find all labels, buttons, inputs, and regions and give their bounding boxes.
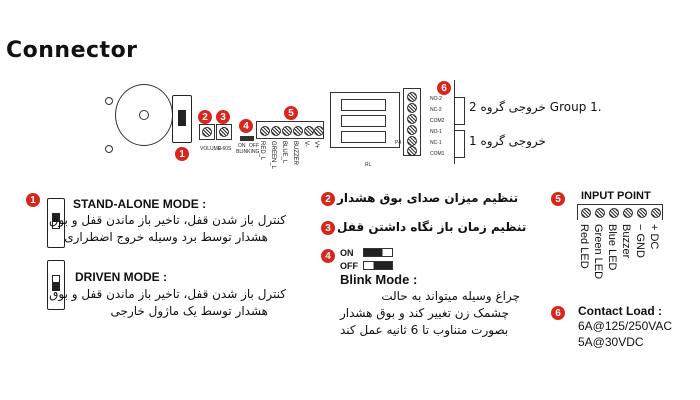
input-label: Buzzer	[620, 224, 632, 259]
relay-terminal-label: COM1	[430, 151, 445, 157]
group-1-label: خروجی گروه 1	[469, 134, 546, 148]
bracket-2	[455, 97, 465, 125]
terminal-label: BUZZER	[292, 141, 298, 165]
jumper-on-label: ON	[340, 248, 354, 258]
badge-2: 2	[198, 110, 212, 124]
rl-label: RL	[365, 162, 372, 168]
mount-hole	[105, 97, 113, 105]
input-label: Blue LED	[606, 224, 618, 271]
relay-terminal-label: NC-2	[430, 107, 442, 113]
input-point-title: INPUT POINT	[581, 190, 651, 202]
p4-label: P4	[395, 140, 402, 146]
terminal-label: V+	[313, 141, 319, 149]
input-label: Red LED	[578, 224, 590, 269]
input-label: Green LED	[592, 224, 604, 280]
legend-badge-1: 1	[26, 193, 40, 207]
jumper-on-icon	[363, 248, 393, 257]
stand-alone-switch-icon	[47, 198, 65, 248]
input-label: + DC	[648, 224, 660, 250]
terminal-label: V-	[303, 141, 309, 147]
mount-hole	[105, 145, 113, 153]
input-label: − GND	[634, 224, 646, 258]
terminal-label: GREEN_L	[270, 141, 276, 170]
relay-terminal-label: NO-2	[430, 96, 442, 102]
stand-alone-title: STAND-ALONE MODE :	[73, 197, 207, 211]
volume-desc: تنظیم میزان صدای بوق هشدار	[337, 191, 519, 205]
blink-jumper[interactable]	[240, 136, 254, 141]
jumper-on-label: ON	[238, 143, 246, 149]
terminal-label: RED_L	[259, 141, 265, 161]
driven-desc: کنترل باز شدن قفل، تاخیر باز ماندن قفل و…	[49, 287, 286, 318]
board-diagram: 1 2 3 VOLUME 0-60S 4 ON OFF BLINKING 5 R…	[0, 0, 700, 180]
input-terminal-block	[256, 121, 324, 139]
jumper-off-icon	[363, 261, 393, 270]
legend-badge-5: 5	[551, 192, 565, 206]
volume-label: VOLUME	[200, 146, 222, 152]
bracket-1	[455, 130, 465, 158]
hold-time-desc: تنظیم زمان باز نگاه داشتن قفل	[337, 220, 527, 234]
blinking-label: BLINKING	[236, 149, 260, 155]
relay-terminal-block	[403, 88, 421, 156]
contact-load-desc: 6A@125/250VAC 5A@30VDC	[578, 319, 673, 349]
input-point-terminals	[577, 204, 663, 220]
badge-3: 3	[216, 110, 230, 124]
volume-pot[interactable]	[199, 124, 215, 140]
mode-switch[interactable]	[172, 95, 192, 143]
group-2-label: خروجی گروه 2 Group 1.	[469, 100, 602, 114]
time-label: 0-60S	[218, 146, 232, 152]
blink-mode-desc: چراغ وسیله میتواند به حالت چشمک زن تغییر…	[340, 289, 520, 337]
driven-title: DRIVEN MODE :	[75, 270, 168, 284]
badge-1: 1	[175, 147, 189, 161]
relay-block	[330, 92, 400, 148]
badge-4: 4	[239, 119, 253, 133]
legend-badge-4: 4	[321, 249, 335, 263]
relay-terminal-label: NC-1	[430, 140, 442, 146]
legend-badge-3: 3	[321, 221, 335, 235]
legend-badge-2: 2	[321, 192, 335, 206]
relay-terminal-label: NO-1	[430, 129, 442, 135]
stand-alone-desc: کنترل باز شدن قفل، تاخیر باز ماندن قفل و…	[49, 213, 286, 244]
blink-mode-title: Blink Mode :	[340, 272, 418, 287]
buzzer-icon	[115, 84, 173, 146]
divider-line	[454, 80, 455, 164]
badge-5: 5	[284, 106, 298, 120]
driven-switch-icon	[47, 260, 65, 310]
page-title: Connector	[6, 38, 138, 63]
jumper-off-label: OFF	[340, 261, 358, 271]
terminal-label: BLUE_L	[281, 141, 287, 164]
relay-terminal-label: COM2	[430, 118, 445, 124]
time-pot[interactable]	[216, 124, 232, 140]
jumper-off-label: OFF	[249, 143, 259, 149]
badge-6: 6	[437, 81, 451, 95]
legend-badge-6: 6	[551, 306, 565, 320]
contact-load-title: Contact Load :	[578, 304, 662, 318]
